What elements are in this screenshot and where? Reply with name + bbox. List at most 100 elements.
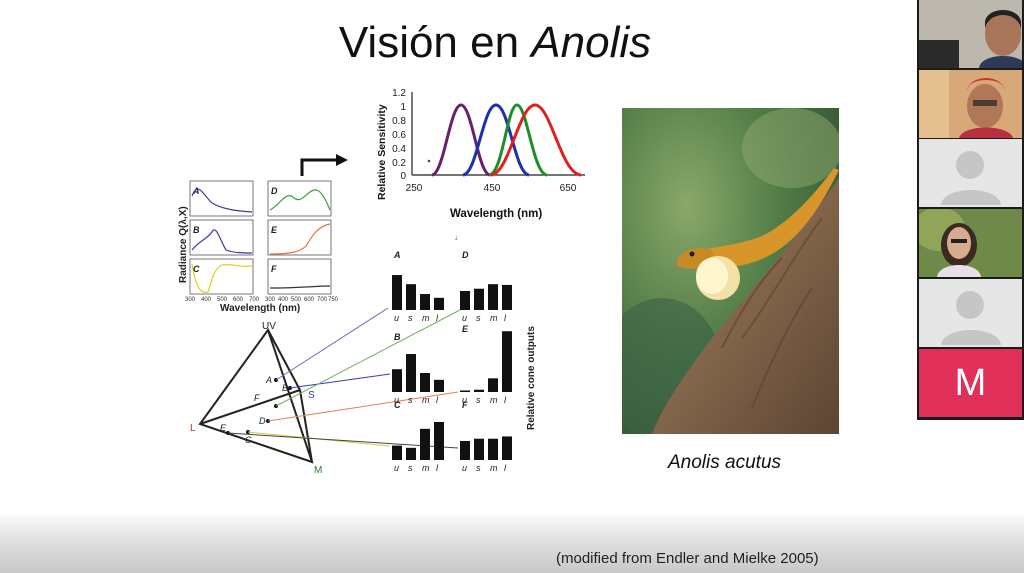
cone-panel-label: A — [393, 250, 401, 260]
spectrum-C — [191, 263, 253, 294]
l-curve — [490, 103, 582, 177]
participants-panel: M — [917, 0, 1024, 420]
cone-bar — [434, 422, 444, 460]
radiance-ylabel: Radiance Q(λ,X) — [178, 206, 189, 283]
cone-class-label: s — [476, 313, 481, 323]
cone-class-label: m — [422, 463, 430, 473]
ytick: 0 — [400, 171, 406, 182]
ytick: 0.4 — [392, 144, 406, 155]
svg-text:A: A — [192, 186, 200, 196]
sensitivity-chart: 1.2 1 0.8 0.6 0.4 0.2 0 250 450 650 Rela… — [376, 88, 585, 220]
radiance-xlabel: Wavelength (nm) — [220, 303, 300, 314]
svg-text:D: D — [271, 186, 278, 196]
svg-text:C: C — [245, 435, 252, 445]
tetrahedron-diagram: UV S L M A B C D E F — [190, 307, 461, 476]
s-curve — [462, 103, 530, 177]
cone-class-label: m — [490, 463, 498, 473]
cone-bar — [434, 297, 444, 310]
xtick: 450 — [484, 183, 501, 194]
cone-bar — [460, 291, 470, 310]
cone-bar — [502, 331, 512, 392]
ytick: 0.8 — [392, 116, 406, 127]
participant-video-1[interactable] — [919, 0, 1022, 68]
m-curve — [488, 103, 548, 177]
cone-bar — [420, 294, 430, 310]
cone-panel-label: C — [394, 400, 401, 410]
vertex-l: L — [190, 423, 196, 434]
spectrum-A — [191, 188, 253, 213]
citation-text: (modified from Endler and Mielke 2005) — [556, 550, 819, 567]
photo-caption: Anolis acutus — [668, 452, 782, 473]
ytick: 1 — [400, 102, 406, 113]
cone-class-label: m — [422, 395, 430, 405]
svg-text:E: E — [220, 423, 227, 433]
spectrum-E — [269, 223, 331, 255]
svg-text:600: 600 — [304, 297, 315, 303]
vertex-m: M — [314, 465, 322, 476]
cone-class-label: u — [462, 313, 467, 323]
cone-bar — [488, 284, 498, 310]
svg-text:E: E — [271, 225, 278, 235]
xtick: 250 — [406, 183, 423, 194]
cone-bar — [392, 369, 402, 392]
svg-text:D: D — [259, 416, 266, 426]
cone-bar — [474, 288, 484, 310]
svg-text:400: 400 — [278, 297, 289, 303]
svg-text:F: F — [271, 264, 277, 274]
sensitivity-ylabel: Relative Sensitivity — [376, 104, 388, 200]
cone-class-label: u — [394, 395, 399, 405]
cone-class-label: m — [422, 313, 430, 323]
cone-class-label: s — [476, 395, 481, 405]
svg-text:300: 300 — [265, 297, 276, 303]
cone-class-label: s — [408, 395, 413, 405]
svg-text:500: 500 — [217, 297, 228, 303]
cone-class-label: s — [408, 463, 413, 473]
figure-svg: 1.2 1 0.8 0.6 0.4 0.2 0 250 450 650 Rela… — [178, 88, 585, 476]
cone-class-label: u — [462, 395, 467, 405]
cone-bar — [406, 447, 416, 460]
data-dot — [427, 159, 431, 163]
cone-bar — [420, 428, 430, 460]
arrow-line — [300, 158, 336, 176]
sensitivity-xlabel: Wavelength (nm) — [450, 208, 542, 220]
participant-tile-5[interactable] — [919, 279, 1022, 347]
svg-text:700: 700 — [317, 297, 328, 303]
participant-tile-3[interactable] — [919, 139, 1022, 207]
cone-bar — [392, 445, 402, 460]
slide-title: Visión en Anolis — [338, 18, 652, 67]
cone-bar — [474, 389, 484, 392]
svg-text:F: F — [254, 393, 260, 403]
cone-bar — [392, 275, 402, 310]
svg-text:A: A — [265, 375, 272, 385]
cone-bar — [502, 436, 512, 460]
participant-video-4[interactable] — [919, 209, 1022, 277]
svg-text:400: 400 — [201, 297, 212, 303]
cone-class-label: u — [394, 313, 399, 323]
svg-text:300: 300 — [185, 297, 196, 303]
cone-class-label: l — [436, 463, 439, 473]
cone-bar — [474, 438, 484, 460]
cone-bar — [502, 284, 512, 310]
cone-class-label: u — [462, 463, 467, 473]
ytick: 0.6 — [392, 130, 406, 141]
vertex-s: S — [308, 390, 315, 401]
svg-text:500: 500 — [291, 297, 302, 303]
cone-class-label: s — [408, 313, 413, 323]
cone-class-label: l — [504, 313, 507, 323]
cone-class-label: u — [394, 463, 399, 473]
bottom-bar — [0, 515, 1024, 573]
cone-class-label: l — [504, 463, 507, 473]
cone-bar — [420, 373, 430, 392]
svg-text:700: 700 — [249, 297, 260, 303]
spectrum-B — [191, 229, 253, 254]
participant-tile-m[interactable]: M — [919, 349, 1022, 417]
participant-video-2[interactable] — [919, 70, 1022, 138]
cone-panel-label: E — [462, 324, 469, 334]
cone-class-label: l — [436, 313, 439, 323]
cone-bar — [406, 284, 416, 310]
cone-bar — [488, 438, 498, 460]
cone-bar — [460, 390, 470, 392]
arrow-head — [336, 154, 348, 166]
cone-bar — [460, 441, 470, 460]
